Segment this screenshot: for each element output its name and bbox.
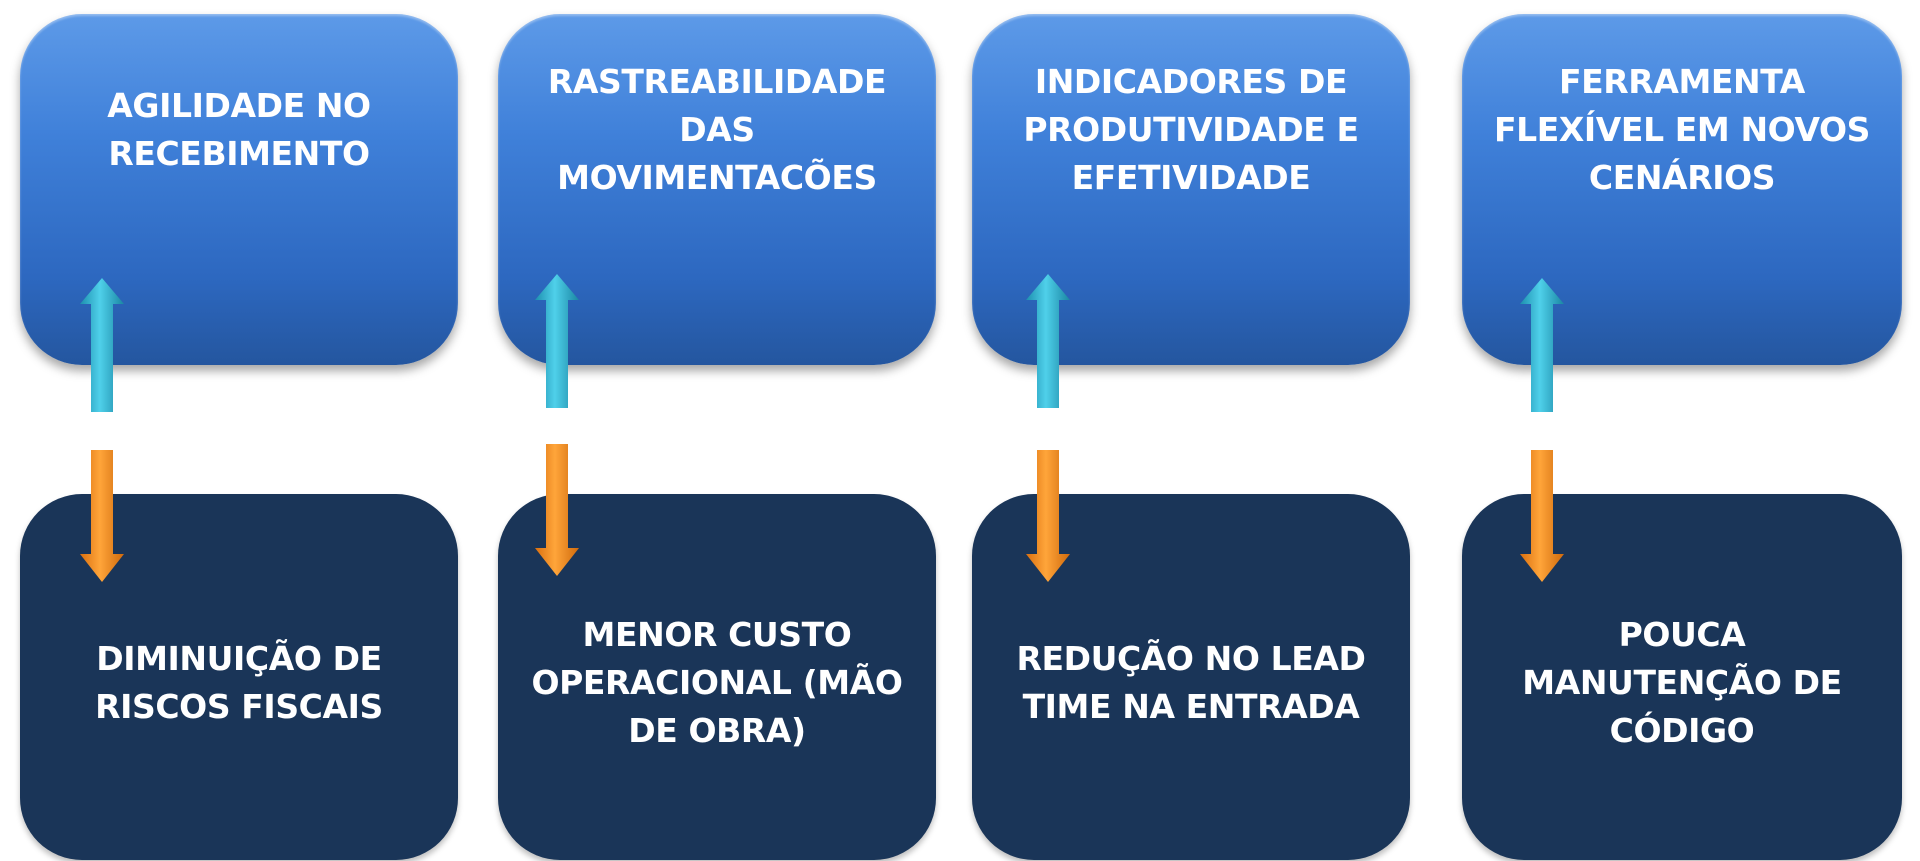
benefit-card-rastreabilidade: RASTREABILIDADE DAS MOVIMENTACÕES [498, 14, 936, 365]
result-card-label: POUCA MANUTENÇÃO DE CÓDIGO [1522, 615, 1842, 750]
result-card-label: REDUÇÃO NO LEAD TIME NA ENTRADA [1016, 639, 1366, 726]
down-arrow-icon [1518, 448, 1566, 584]
down-arrow-icon [1024, 448, 1072, 584]
up-arrow-icon [533, 272, 581, 410]
result-card-label: DIMINUIÇÃO DE RISCOS FISCAIS [95, 639, 383, 726]
benefit-card-label: AGILIDADE NO RECEBIMENTO [107, 85, 371, 173]
up-arrow-icon [1024, 272, 1072, 410]
benefit-card-label: INDICADORES DE PRODUTIVIDADE E EFETIVIDA… [1023, 61, 1359, 197]
down-arrow-icon [78, 448, 126, 584]
down-arrow-icon [533, 442, 581, 578]
benefit-card-label: FERRAMENTA FLEXÍVEL EM NOVOS CENÁRIOS [1493, 61, 1871, 197]
up-arrow-icon [1518, 276, 1566, 414]
result-card-label: MENOR CUSTO OPERACIONAL (MÃO DE OBRA) [531, 615, 903, 750]
benefit-card-label: RASTREABILIDADE DAS MOVIMENTACÕES [547, 61, 887, 197]
up-arrow-icon [78, 276, 126, 414]
